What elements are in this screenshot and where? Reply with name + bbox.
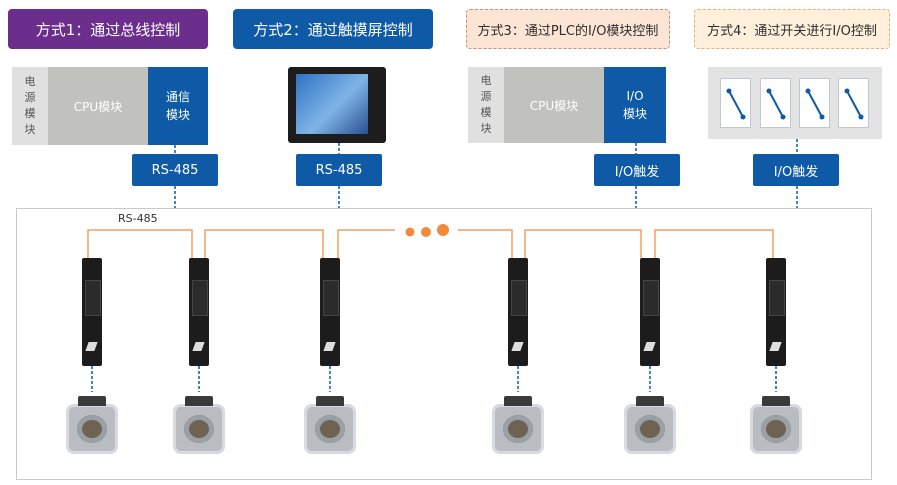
bus-label: RS-485	[118, 212, 158, 225]
power-module-1: 电 源 模 块	[12, 67, 48, 145]
servo-drive-icon	[320, 258, 340, 366]
cpu-module-1: CPU模块	[48, 67, 148, 145]
power-module-char: 电	[24, 75, 36, 88]
continuation-dot	[437, 224, 449, 236]
servo-motor-icon	[750, 396, 802, 454]
toggle-switch-icon	[720, 78, 751, 128]
toggle-switch-icon	[760, 78, 791, 128]
toggle-switch-icon	[838, 78, 869, 128]
servo-motor-icon	[173, 396, 225, 454]
io-module: I/O 模块	[604, 67, 666, 143]
rs485-box-2: RS-485	[296, 154, 382, 186]
comm-module: 通信 模块	[148, 67, 208, 145]
io-module-line: 模块	[622, 107, 647, 121]
comm-module-line: 通信	[165, 90, 190, 104]
method-4-title: 方式4：通过开关进行I/O控制	[694, 9, 890, 49]
servo-drive-icon	[766, 258, 786, 366]
power-module-char: 源	[24, 91, 36, 104]
touch-screen-display	[296, 74, 368, 134]
power-module-char: 模	[24, 107, 36, 120]
servo-motor-icon	[492, 396, 544, 454]
power-module-char: 模	[480, 106, 492, 119]
method-1-title: 方式1：通过总线控制	[8, 9, 208, 49]
power-module-char: 块	[24, 123, 36, 136]
servo-drive-icon	[82, 258, 102, 366]
servo-drive-icon	[189, 258, 209, 366]
toggle-switch-icon	[799, 78, 830, 128]
touch-screen-icon	[288, 67, 386, 143]
io-trigger-box-2: I/O触发	[753, 154, 839, 186]
power-module-char: 源	[480, 90, 492, 103]
power-module-char: 电	[480, 74, 492, 87]
power-module-3: 电 源 模 块	[468, 67, 504, 143]
continuation-dot	[421, 227, 431, 237]
drive-system-frame	[16, 208, 872, 480]
continuation-dot	[405, 227, 415, 237]
method-3-title: 方式3：通过PLC的I/O模块控制	[466, 9, 670, 49]
cpu-module-3: CPU模块	[504, 67, 604, 143]
io-module-line: I/O	[626, 89, 644, 103]
rs485-box-1: RS-485	[132, 154, 218, 186]
servo-motor-icon	[304, 396, 356, 454]
servo-motor-icon	[66, 396, 118, 454]
comm-module-line: 模块	[165, 108, 190, 122]
method-2-title: 方式2：通过触摸屏控制	[233, 9, 433, 49]
servo-drive-icon	[640, 258, 660, 366]
switch-panel	[708, 67, 882, 139]
power-module-char: 块	[480, 122, 492, 135]
servo-drive-icon	[508, 258, 528, 366]
servo-motor-icon	[624, 396, 676, 454]
io-trigger-box-1: I/O触发	[594, 154, 680, 186]
